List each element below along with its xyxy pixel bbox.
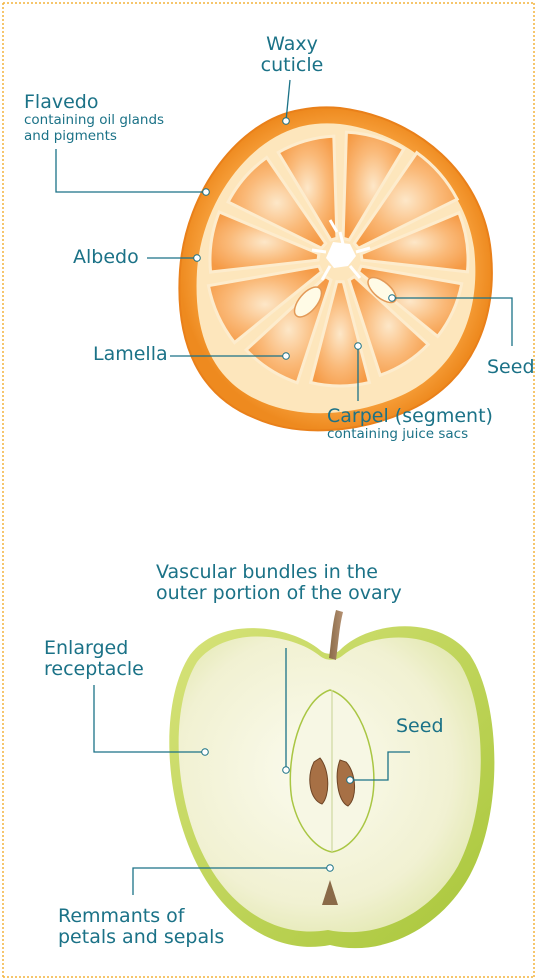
carpel-subtitle: containing juice sacs	[327, 427, 493, 443]
label-vascular-bundles: Vascular bundles in the outer portion of…	[156, 562, 402, 605]
vascular-line-2: outer portion of the ovary	[156, 583, 402, 604]
waxy-cuticle-line-2: cuticle	[252, 55, 332, 76]
remnants-line-2: petals and sepals	[58, 927, 224, 948]
flavedo-title: Flavedo	[24, 92, 164, 113]
label-citrus-seed: Seed	[487, 357, 535, 378]
vascular-line-1: Vascular bundles in the	[156, 562, 402, 583]
label-waxy-cuticle: Waxy cuticle	[252, 34, 332, 77]
flavedo-subtitle-1: containing oil glands	[24, 113, 164, 129]
label-albedo: Albedo	[73, 247, 139, 268]
apple-cross-section	[169, 610, 494, 948]
remnants-line-1: Remmants of	[58, 906, 224, 927]
carpel-title: Carpel (segment)	[327, 406, 493, 427]
receptacle-line-1: Enlarged	[44, 638, 144, 659]
label-carpel: Carpel (segment) containing juice sacs	[327, 406, 493, 443]
flavedo-subtitle-2: and pigments	[24, 129, 164, 145]
orange-cross-section	[179, 107, 492, 430]
receptacle-line-2: receptacle	[44, 659, 144, 680]
label-apple-seed: Seed	[396, 716, 444, 737]
label-remnants: Remmants of petals and sepals	[58, 906, 224, 949]
label-enlarged-receptacle: Enlarged receptacle	[44, 638, 144, 681]
waxy-cuticle-line-1: Waxy	[252, 34, 332, 55]
label-flavedo: Flavedo containing oil glands and pigmen…	[24, 92, 164, 144]
label-lamella: Lamella	[93, 344, 168, 365]
